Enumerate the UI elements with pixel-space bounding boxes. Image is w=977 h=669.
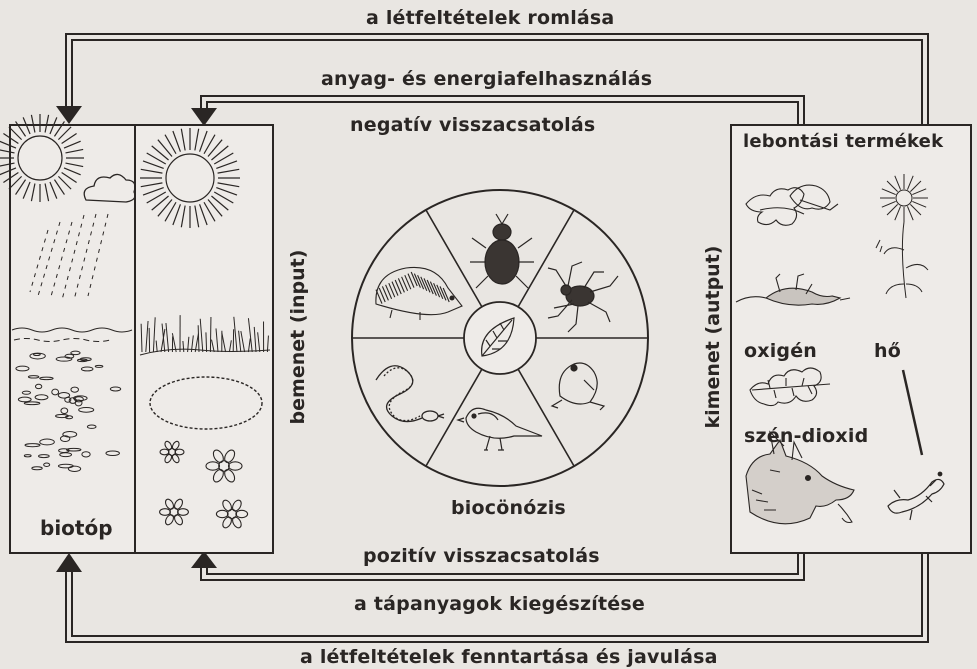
top-outer-label: a létfeltételek romlása [366, 7, 614, 29]
beetle-icon [470, 214, 534, 288]
spider-icon [548, 262, 618, 332]
arrow-into-biotope-bottom [56, 553, 82, 572]
bird-icon [458, 408, 542, 450]
nutrient-supply-label: a tápanyagok kiegészítése [354, 593, 645, 615]
input-panel [135, 125, 273, 553]
output-label: kimenet (autput) [702, 242, 724, 432]
breakdown-products-label: lebontási termékek [743, 131, 943, 152]
negative-feedback-label: negatív visszacsatolás [350, 114, 595, 136]
arrow-into-input-top [191, 108, 217, 126]
snake-icon [376, 366, 444, 422]
biocenosis-label: biocönózis [451, 497, 566, 519]
bottom-outer-label: a létfeltételek fenntartása és javulása [300, 646, 718, 668]
frog-icon [552, 363, 604, 410]
heat-label: hő [874, 340, 901, 362]
top-inner-label: anyag- és energiafelhasználás [321, 68, 652, 90]
biotope-label: biotóp [40, 516, 113, 540]
input-label: bemenet (input) [287, 247, 309, 427]
positive-feedback-label: pozitív visszacsatolás [363, 545, 600, 567]
carbon-dioxide-label: szén-dioxid [744, 425, 868, 447]
oxygen-label: oxigén [744, 340, 817, 362]
arrow-into-biotope-top [56, 106, 82, 124]
hedgehog-icon [376, 267, 462, 320]
